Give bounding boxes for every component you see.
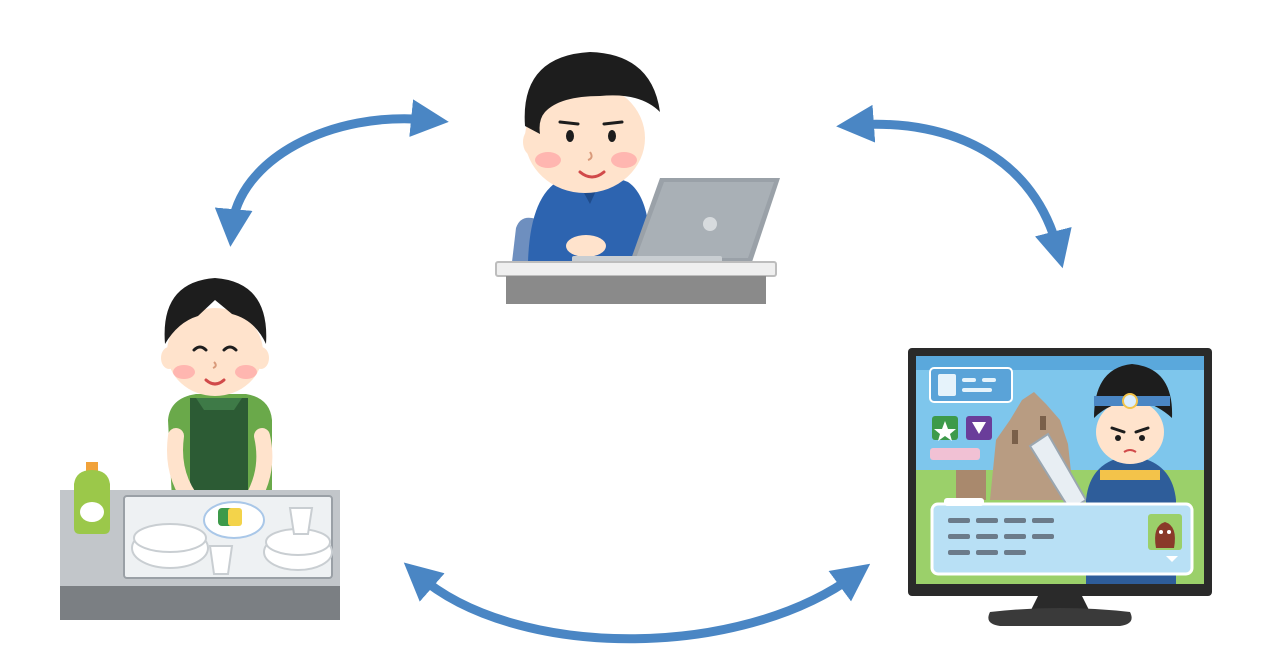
person-using-laptop-icon — [495, 52, 780, 304]
tv-showing-rpg-game-icon — [908, 348, 1212, 626]
arrow-dishes-computer — [214, 99, 449, 247]
arrow-computer-tv — [836, 104, 1072, 269]
person-washing-dishes-icon — [60, 278, 340, 620]
arrow-tv-dishes — [403, 562, 871, 644]
